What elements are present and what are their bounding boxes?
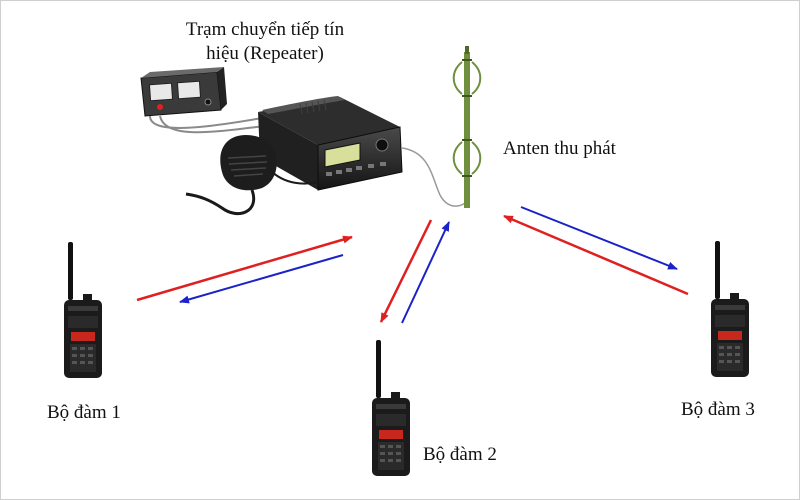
power-supply-icon (140, 67, 227, 117)
radio-1-label: Bộ đàm 1 (47, 402, 121, 423)
microphone-icon (185, 135, 319, 216)
downlink-arrow-3 (520, 206, 678, 270)
antenna-label: Anten thu phát (503, 138, 616, 159)
uplink-arrow-1 (136, 235, 353, 302)
repeater-label-line2: hiệu (Repeater) (206, 43, 324, 64)
uplink-arrow-3 (503, 214, 689, 296)
antenna-icon (452, 46, 482, 208)
radio-2-label: Bộ đàm 2 (423, 444, 497, 465)
repeater-label-line1: Trạm chuyển tiếp tín (185, 19, 345, 40)
handheld-radio-icon (64, 242, 102, 378)
mobile-radio-icon (258, 96, 403, 191)
power-cable-2 (159, 115, 266, 134)
radio-3-label: Bộ đàm 3 (681, 399, 755, 420)
downlink-arrow-2 (379, 219, 433, 323)
handheld-radio-icon-2 (372, 340, 410, 476)
antenna-cable (401, 147, 469, 207)
radio-display (324, 142, 361, 168)
power-cable (149, 115, 263, 129)
downlink-arrow-1 (179, 254, 344, 304)
handheld-radio-icon-3 (711, 241, 749, 377)
uplink-arrow-2 (401, 221, 450, 324)
repeater-label: Trạm chuyển tiếp tín hiệu (Repeater) (150, 18, 380, 66)
